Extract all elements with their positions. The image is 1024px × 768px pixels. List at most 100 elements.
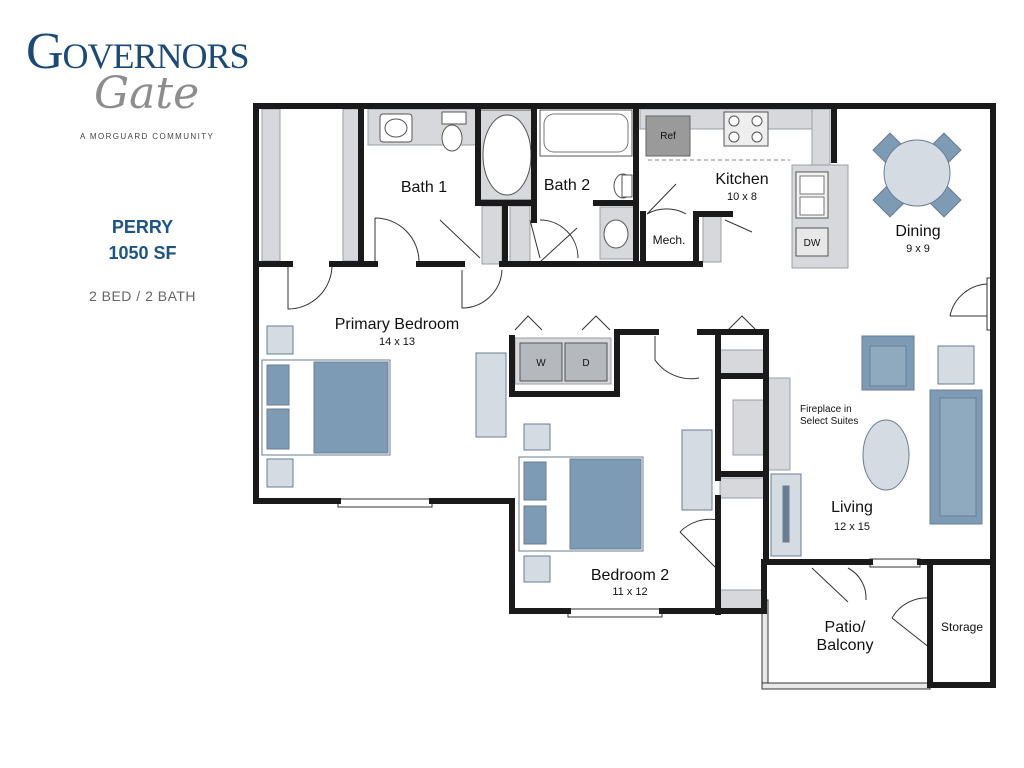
sink-bowl xyxy=(384,118,408,138)
washer xyxy=(519,342,563,382)
sink-basin xyxy=(799,175,825,195)
end-table xyxy=(937,345,975,385)
door-swing xyxy=(287,264,333,310)
room-label-bath2: Bath 2 xyxy=(544,177,590,194)
tv-icon xyxy=(782,485,790,543)
room-label-kitchen: Kitchen xyxy=(715,171,768,188)
exterior-wall xyxy=(253,103,996,688)
mech-cabinet xyxy=(702,213,722,263)
brand-logo: Governors Gate A MORGUARD COMMUNITY xyxy=(20,22,270,147)
primary-bedroom-dimensions: 14 x 13 xyxy=(379,336,415,348)
bedroom2-bed-blanket xyxy=(569,458,642,550)
living-dimensions: 12 x 15 xyxy=(834,521,870,533)
room-label-patio-line1: Patio/ xyxy=(825,619,866,636)
toilet-bowl xyxy=(441,124,463,152)
tub-basin xyxy=(482,114,532,196)
bedroom2-dimensions: 11 x 12 xyxy=(612,586,647,598)
plan-name: PERRY xyxy=(111,217,174,237)
door-swing xyxy=(811,567,867,603)
kitchen-dimensions: 10 x 8 xyxy=(727,191,757,203)
nightstand xyxy=(523,423,551,451)
interior-wall xyxy=(475,200,537,267)
kitchen-counter-side xyxy=(811,108,831,166)
washer-label: W xyxy=(536,358,546,369)
pillow xyxy=(266,408,290,450)
fireplace-hearth xyxy=(765,377,791,471)
interior-wall xyxy=(715,373,769,477)
coffee-table xyxy=(862,419,910,491)
burner-icon xyxy=(751,115,763,127)
hall-shelf-1 xyxy=(719,349,765,375)
brand-script: Gate xyxy=(94,68,200,119)
bath1-cabinet xyxy=(481,205,503,265)
nightstand xyxy=(266,325,294,355)
room-label-bath1: Bath 1 xyxy=(401,179,447,196)
window xyxy=(567,608,663,618)
interior-wall xyxy=(509,329,769,397)
dining-dimensions: 9 x 9 xyxy=(906,243,930,255)
door-swing xyxy=(374,217,420,263)
window xyxy=(869,558,921,568)
sofa-cushions xyxy=(939,397,977,517)
armchair-seat xyxy=(869,345,907,387)
door-swing xyxy=(539,227,578,263)
nightstand xyxy=(266,458,294,488)
door-swing xyxy=(461,269,503,309)
plan-size: 1050 SF xyxy=(108,243,177,263)
pillow xyxy=(266,364,290,406)
burner-icon xyxy=(728,131,740,143)
interior-wall xyxy=(640,211,733,267)
toilet-tank xyxy=(621,174,633,198)
exterior-wall xyxy=(253,103,996,614)
patio-railing xyxy=(761,682,931,690)
closet-shelf-left xyxy=(261,108,281,262)
door-swing xyxy=(679,518,719,571)
bedroom2-dresser xyxy=(681,429,713,511)
tub-basin xyxy=(543,113,629,153)
room-label-dining: Dining xyxy=(895,223,940,240)
nightstand xyxy=(523,555,551,583)
fireplace-box xyxy=(732,399,767,456)
plan-beds-baths: 2 BED / 2 BATH xyxy=(88,288,197,304)
door-swing xyxy=(439,219,481,259)
refrigerator xyxy=(645,115,691,157)
door-swing xyxy=(949,283,991,317)
room-label-living: Living xyxy=(831,499,873,516)
closet-bifold-doors xyxy=(727,315,757,331)
plan-title: PERRY 1050 SF xyxy=(60,214,225,266)
window xyxy=(337,498,433,508)
room-label-patio-line2: Balcony xyxy=(817,637,874,654)
dishwasher xyxy=(795,227,829,257)
room-label-primary-bedroom: Primary Bedroom xyxy=(335,316,459,333)
hall-shelf-2 xyxy=(719,477,765,499)
sink-basin xyxy=(799,196,825,216)
pillow xyxy=(523,505,547,545)
dining-table xyxy=(883,139,951,207)
ref-label: Ref xyxy=(660,131,676,142)
brand-tagline: A MORGUARD COMMUNITY xyxy=(80,132,215,141)
dryer-label: D xyxy=(582,358,589,369)
burner-icon xyxy=(728,115,740,127)
room-label-storage: Storage xyxy=(941,620,983,634)
burner-icon xyxy=(751,131,763,143)
room-label-mech: Mech. xyxy=(653,233,686,247)
fireplace-note-line1: Fireplace in xyxy=(800,404,852,415)
door-swing xyxy=(654,336,700,380)
toilet-tank xyxy=(441,111,467,125)
bath2-cabinet xyxy=(509,205,531,265)
closet-bifold-doors xyxy=(514,315,611,331)
pillow xyxy=(523,461,547,501)
dryer xyxy=(564,342,608,382)
room-label-bedroom2: Bedroom 2 xyxy=(591,567,669,584)
fireplace-note-line2: Select Suites xyxy=(800,416,858,427)
primary-bed-blanket xyxy=(313,361,389,454)
door-swing xyxy=(724,219,753,233)
bath2-sink xyxy=(603,219,629,249)
primary-dresser xyxy=(475,352,507,438)
brand-name: Governors xyxy=(26,23,250,80)
door-swing xyxy=(891,597,931,649)
door-swing xyxy=(646,183,687,215)
door-swing xyxy=(529,219,579,259)
dw-label: DW xyxy=(804,238,821,249)
